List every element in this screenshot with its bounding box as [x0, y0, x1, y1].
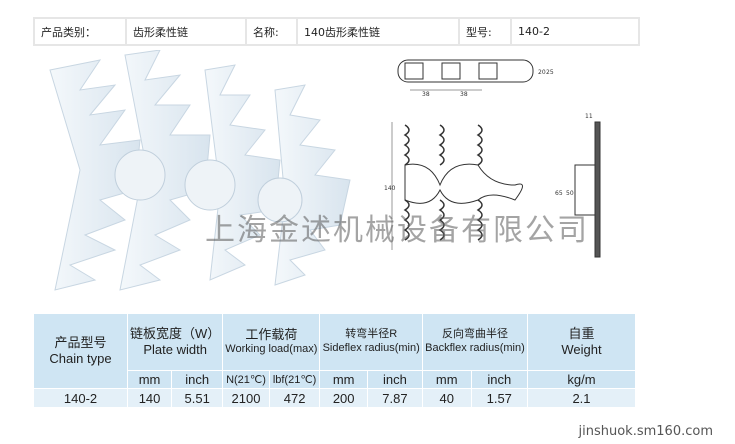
category-label: 产品类别： — [35, 19, 125, 44]
product-info-bar: 产品类别： 齿形柔性链 名称: 140齿形柔性链 型号: 140-2 — [33, 17, 640, 46]
model-label: 型号: — [460, 19, 510, 44]
cell: 2.1 — [527, 388, 636, 408]
unit: inch — [171, 370, 224, 389]
dim-20: 20 — [538, 69, 546, 76]
category-value: 齿形柔性链 — [127, 19, 245, 44]
unit: mm — [319, 370, 368, 389]
unit: mm — [421, 370, 472, 389]
cell: 7.87 — [366, 388, 423, 408]
table-row: 140-2 140 5.51 2100 472 200 7.87 40 1.57… — [33, 388, 636, 408]
dim-38a: 38 — [422, 91, 430, 98]
dim-65: 65 — [555, 190, 563, 197]
cell: 40 — [421, 388, 472, 408]
cell: 140 — [126, 388, 173, 408]
watermark: 上海金述机械设备有限公司 — [205, 213, 589, 248]
unit: inch — [366, 370, 423, 389]
units-row: mm inch N(21℃) lbf(21℃) mm inch mm inch … — [34, 370, 636, 389]
technical-drawing: 38 38 20 25 140 11 65 50 — [384, 59, 601, 258]
name-value: 140齿形柔性链 — [298, 19, 458, 44]
chain-photo — [49, 50, 351, 291]
site-footer: jinshuok.sm160.com — [578, 424, 713, 439]
unit: kg/m — [527, 370, 636, 389]
unit: lbf(21℃) — [268, 370, 321, 389]
unit: N(21℃) — [222, 370, 270, 389]
dim-50: 50 — [566, 190, 574, 197]
cell: 2100 — [222, 388, 270, 408]
model-value: 140-2 — [512, 19, 638, 44]
cell: 200 — [319, 388, 368, 408]
dim-140: 140 — [384, 185, 396, 192]
dim-38b: 38 — [460, 91, 468, 98]
dim-25: 25 — [546, 69, 554, 76]
cell: 1.57 — [470, 388, 529, 408]
cell: 5.51 — [171, 388, 224, 408]
unit: inch — [470, 370, 529, 389]
dim-11: 11 — [585, 113, 593, 120]
cell: 140-2 — [33, 388, 128, 408]
header-plate-width: 链板宽度（W）Plate width — [126, 313, 224, 371]
cell: 472 — [268, 388, 321, 408]
name-label: 名称: — [247, 19, 296, 44]
unit: mm — [126, 370, 173, 389]
